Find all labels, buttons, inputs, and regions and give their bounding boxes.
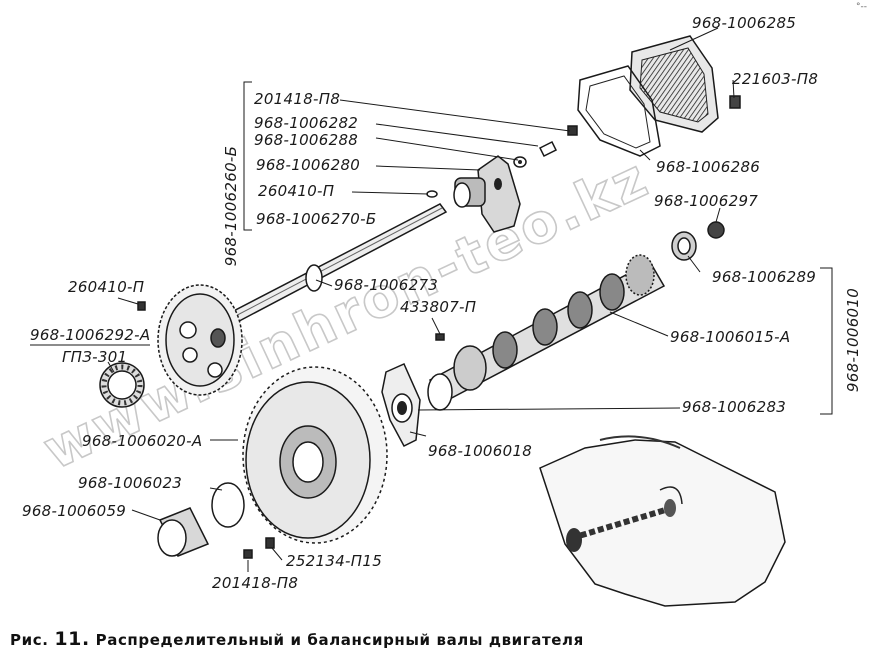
- label-bolt-bottom: 201418-П8: [212, 574, 298, 592]
- label-shaft-6270: 968-1006270-Б: [256, 210, 376, 228]
- bolt-right-drawing: [729, 95, 741, 109]
- label-bearing-gpz: ГПЗ-301: [62, 348, 127, 366]
- ring-drawing: [211, 482, 245, 528]
- label-bolt-top: 201418-П8: [254, 90, 340, 108]
- figure-caption: Рис. 11. Распределительный и балансирный…: [10, 628, 584, 650]
- label-group-shaft: 968-1006260-Б: [222, 146, 240, 266]
- label-pin-top: 260410-П: [258, 182, 334, 200]
- label-part-6297: 968-1006297: [654, 192, 758, 210]
- bolt-252134-drawing: [265, 537, 275, 549]
- bolt-bottom-drawing: [243, 549, 253, 559]
- gasket-drawing: [577, 65, 661, 157]
- label-gasket-6286: 968-1006286: [656, 158, 760, 176]
- caption-prefix: Рис.: [10, 631, 49, 649]
- cover-plate-drawing: [629, 35, 719, 133]
- balancer-gear-drawing: [157, 284, 243, 396]
- bearing-right-drawing: [671, 231, 697, 261]
- pin-left-drawing: [137, 301, 146, 311]
- label-key-433807: 433807-П: [400, 298, 476, 316]
- label-ring-6023: 968-1006023: [78, 474, 182, 492]
- label-group-cam: 968-1006010: [844, 288, 862, 392]
- engine-inset-drawing: [539, 435, 786, 607]
- label-washer-6273: 968-1006273: [334, 276, 438, 294]
- label-camshaft: 968-1006015-А: [670, 328, 790, 346]
- corner-mark: °--: [856, 2, 867, 12]
- label-part-6280: 968-1006280: [256, 156, 360, 174]
- pin-top-drawing: [426, 190, 438, 198]
- label-flange-6018: 968-1006018: [428, 442, 532, 460]
- label-flange-6283: 968-1006283: [682, 398, 786, 416]
- label-part-6288: 968-1006288: [254, 131, 358, 149]
- labels: 968-1006260-Б 201418-П8 968-1006282 968-…: [22, 14, 862, 592]
- bushing-drawing: [157, 507, 210, 557]
- label-cover-6285: 968-1006285: [692, 14, 796, 32]
- label-part-6282: 968-1006282: [254, 114, 358, 132]
- small-bolts-drawing: [513, 125, 578, 168]
- key-drawing: [435, 333, 445, 341]
- caption-number: 11.: [54, 628, 90, 650]
- part-6297-drawing: [707, 221, 725, 239]
- camshaft-gear-drawing: [242, 366, 388, 544]
- label-gear-6020: 968-1006020-А: [82, 432, 202, 450]
- thrust-flange-drawing: [381, 363, 421, 447]
- lever-drawing: [453, 155, 521, 233]
- leader-lines: [30, 27, 833, 572]
- caption-text: Распределительный и балансирный валы дви…: [95, 631, 584, 649]
- label-part-6292: 968-1006292-А: [30, 326, 150, 344]
- label-bolt-252134: 252134-П15: [286, 552, 382, 570]
- label-bushing-6059: 968-1006059: [22, 502, 126, 520]
- label-bolt-right: 221603-П8: [732, 70, 818, 88]
- label-bearing-6289: 968-1006289: [712, 268, 816, 286]
- label-pin-left: 260410-П: [68, 278, 144, 296]
- balancer-shaft-drawing: [218, 203, 448, 329]
- camshaft-drawing: [427, 254, 666, 411]
- bearing-left-drawing: [99, 362, 145, 408]
